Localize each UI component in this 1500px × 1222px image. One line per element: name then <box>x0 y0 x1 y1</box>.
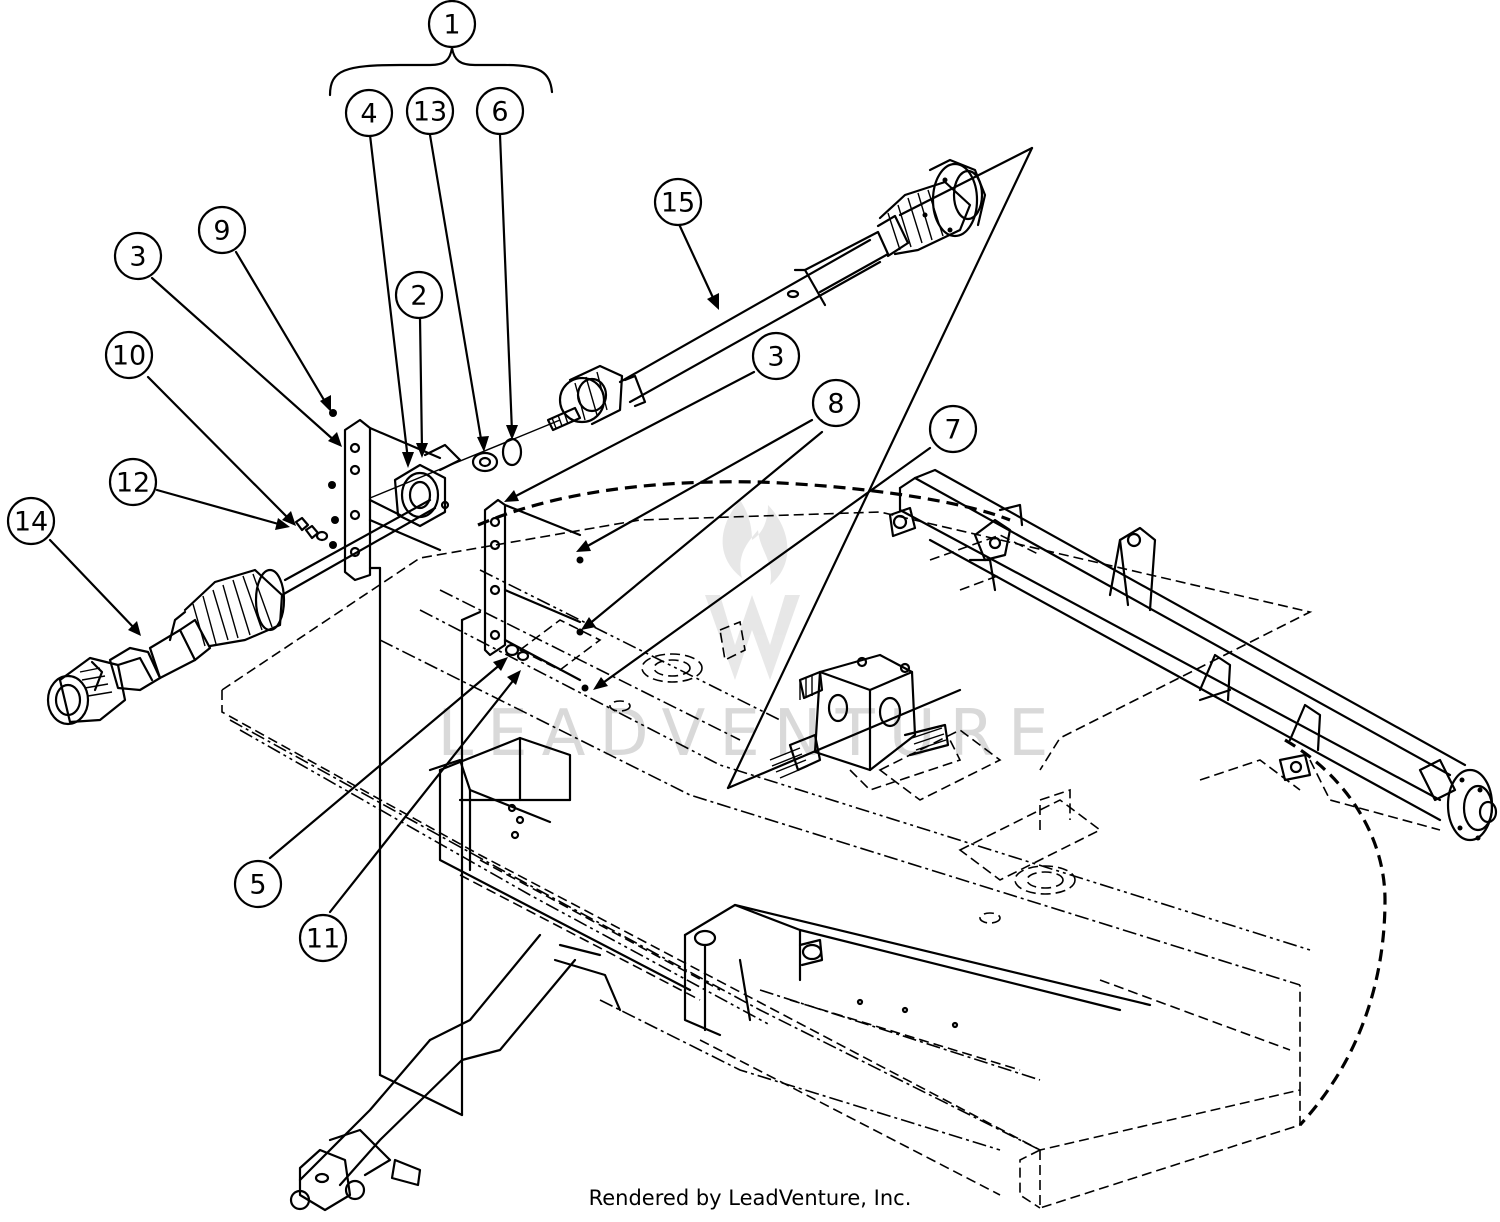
svg-text:13: 13 <box>413 97 447 128</box>
callout-3-right: 3 <box>751 331 801 381</box>
callout-10: 10 <box>104 330 154 380</box>
callout-13: 13 <box>405 86 455 136</box>
callout-5: 5 <box>233 859 283 909</box>
svg-text:5: 5 <box>249 870 266 901</box>
callout-15: 15 <box>653 177 703 227</box>
callout-12: 12 <box>108 457 158 507</box>
bearing-support <box>294 146 1034 1117</box>
svg-text:11: 11 <box>306 924 340 955</box>
pto-shaft-upper <box>546 158 987 432</box>
watermark-logo-icon <box>705 500 800 680</box>
callout-3-left: 3 <box>113 231 163 281</box>
svg-text:6: 6 <box>491 97 508 128</box>
hitch-frame <box>289 736 1152 1212</box>
svg-text:9: 9 <box>213 216 230 247</box>
svg-text:15: 15 <box>661 188 695 219</box>
svg-text:14: 14 <box>14 507 48 538</box>
svg-text:7: 7 <box>944 415 961 446</box>
svg-text:4: 4 <box>360 99 377 130</box>
watermark-text: LEADVENTURE <box>438 697 1063 771</box>
svg-text:2: 2 <box>410 281 427 312</box>
callout-11: 11 <box>298 913 348 963</box>
leader-lines <box>48 46 932 914</box>
svg-text:1: 1 <box>443 10 460 41</box>
gearbox <box>769 653 962 791</box>
svg-text:3: 3 <box>767 342 784 373</box>
callout-2: 2 <box>394 270 444 320</box>
svg-text:12: 12 <box>116 468 150 499</box>
callout-1: 1 <box>427 0 477 49</box>
callout-14: 14 <box>6 496 56 546</box>
footer-credit: Rendered by LeadVenture, Inc. <box>588 1186 912 1210</box>
callout-8: 8 <box>811 378 861 428</box>
callout-9: 9 <box>197 205 247 255</box>
pto-shaft-lower <box>46 498 437 726</box>
callout-bubbles: 1 4 13 6 15 9 3 2 <box>6 0 978 963</box>
callout-7: 7 <box>928 404 978 454</box>
svg-text:8: 8 <box>827 389 844 420</box>
svg-text:10: 10 <box>112 341 146 372</box>
callout-6: 6 <box>475 86 525 136</box>
callout-4: 4 <box>344 88 394 138</box>
svg-text:3: 3 <box>129 242 146 273</box>
mower-deck <box>221 480 1387 1210</box>
rear-axle <box>888 468 1498 842</box>
